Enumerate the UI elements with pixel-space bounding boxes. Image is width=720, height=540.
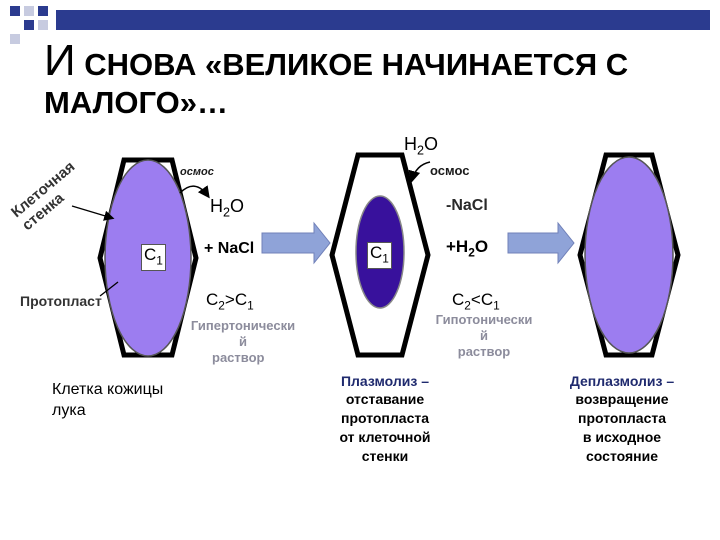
title-rest: СНОВА «ВЕЛИКОЕ НАЧИНАЕТСЯ С МАЛОГО»… [44, 47, 629, 120]
header-square [38, 6, 48, 16]
protoplast-label: Протопласт [20, 293, 102, 309]
header-square [10, 6, 20, 16]
osmosis-arrow [179, 185, 210, 199]
header-square [10, 34, 20, 44]
concentration-c1: C1 [367, 242, 392, 270]
concentration-inequality: C2>C1 [206, 290, 254, 313]
salt-label: + NaCl [204, 240, 255, 257]
caption-line-title: Деплазмолиз – [569, 373, 675, 389]
osmosis-arrow [408, 161, 431, 183]
water-label: H2O [210, 196, 245, 220]
caption-line-title: Плазмолиз – [340, 373, 430, 389]
protoplast-pointer [99, 281, 119, 297]
transition-arrow [261, 221, 331, 265]
osmosis-label: осмос [430, 163, 470, 178]
water-label: H2O [404, 134, 439, 158]
solution-type-label: Гипертонически й раствор [190, 318, 296, 365]
wall-pointer [71, 205, 115, 221]
cell-deplasmolysis [577, 152, 681, 358]
concentration-c1: C1 [141, 244, 166, 272]
concentration-inequality: C2<C1 [452, 290, 500, 313]
water-added-label: +H2O [446, 237, 489, 260]
title-lead: И [44, 36, 76, 85]
osmosis-label: осмос [180, 166, 214, 178]
header-square [38, 20, 48, 30]
solution-type-label: Гипотонически й раствор [435, 312, 533, 359]
salt-label: -NaCl [446, 197, 488, 214]
header-square [24, 6, 34, 16]
transition-arrow [507, 221, 575, 265]
deplasmolysis-caption: Деплазмолиз – возвращение протопласта в … [553, 372, 691, 466]
page-title: И СНОВА «ВЕЛИКОЕ НАЧИНАЕТСЯ С МАЛОГО»… [44, 39, 704, 122]
protoplast [584, 156, 674, 354]
plasmolysis-caption: Плазмолиз – отставание протопласта от кл… [320, 372, 450, 466]
header-square [24, 20, 34, 30]
cell1-caption: Клетка кожицы лука [52, 381, 164, 419]
header-bar [56, 10, 710, 30]
